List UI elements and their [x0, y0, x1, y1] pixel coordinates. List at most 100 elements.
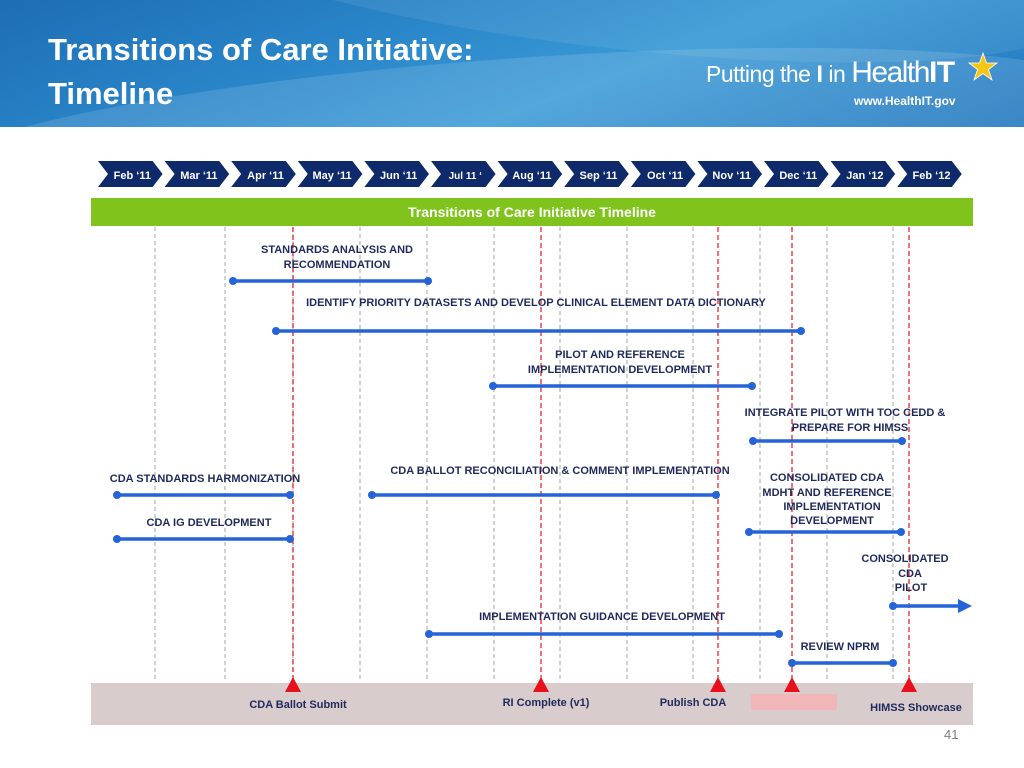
task-start-dot	[272, 327, 280, 335]
task-start-dot	[113, 491, 121, 499]
task-bar: CDA BALLOT RECONCILIATION & COMMENT IMPL…	[368, 465, 730, 499]
task-bar: CDA STANDARDS HARMONIZATION	[110, 473, 301, 499]
month-label: Jun ‘11	[380, 170, 417, 182]
logo-wordmark: Putting the I in HealthIT	[706, 56, 955, 90]
milestone-triangle-icon	[710, 677, 726, 692]
month-chevron	[98, 161, 163, 187]
logo-it: IT	[928, 56, 955, 89]
task-bars: STANDARDS ANALYSIS AND RECOMMENDATION IDEN…	[110, 244, 972, 667]
slide-title-line-2: Timeline	[48, 76, 174, 111]
task-bar: CONSOLIDATED CDA MDHT AND REFERENCE IMPLEM…	[745, 472, 905, 536]
milestone: CDA Ballot Submit	[249, 677, 347, 711]
milestone-label: HIMSS Showcase	[870, 702, 962, 714]
milestone: RI Complete (v1)	[503, 677, 590, 709]
milestone-triangle-icon	[784, 677, 800, 692]
task-label: IDENTIFY PRIORITY DATASETS AND DEVELOP C…	[306, 297, 766, 309]
task-label: PREPARE FOR HIMSS	[792, 422, 909, 434]
arrow-right-icon	[958, 599, 972, 613]
task-start-dot	[889, 602, 897, 610]
month-chevron	[297, 161, 363, 187]
task-bar: CDA IG DEVELOPMENT	[113, 517, 294, 543]
milestone-markers: CDA Ballot Submit RI Complete (v1) Publish…	[249, 677, 962, 714]
month-chevron	[630, 161, 696, 187]
slide-header: Transitions of Care Initiative: Timeline…	[0, 0, 1024, 127]
page-number: 41	[944, 727, 959, 742]
milestone: HIMSS Showcase	[870, 677, 962, 714]
logo-i-letter: I	[816, 61, 823, 88]
slide-title: Transitions of Care Initiative: Timeline	[48, 28, 608, 116]
month-label: Nov ‘11	[712, 170, 751, 182]
task-start-dot	[489, 382, 497, 390]
task-end-dot	[897, 528, 905, 536]
month-chevron	[830, 161, 896, 187]
task-start-dot	[113, 535, 121, 543]
logo-in-word: in	[822, 61, 852, 87]
timeline-banner	[91, 198, 973, 226]
task-start-dot	[788, 659, 796, 667]
logo-health: Health	[851, 56, 930, 89]
task-label: INTEGRATE PILOT WITH TOC CEDD &	[745, 407, 946, 419]
task-start-dot	[749, 437, 757, 445]
task-label: CDA IG DEVELOPMENT	[147, 517, 272, 529]
task-bar: REVIEW NPRM	[788, 641, 897, 667]
task-label: IMPLEMENTATION	[783, 501, 880, 513]
task-label: PILOT AND REFERENCE	[555, 349, 685, 361]
month-label: May ‘11	[313, 170, 352, 182]
task-end-dot	[797, 327, 805, 335]
month-label: Jan ‘12	[846, 170, 883, 182]
month-label: Feb ‘12	[913, 170, 951, 182]
milestone: Publish CDA	[660, 677, 727, 709]
month-label: Mar ‘11	[180, 170, 217, 182]
milestone-triangle-icon	[901, 677, 917, 692]
month-label: Sep ‘11	[580, 170, 618, 182]
task-label: RECOMMENDATION	[284, 259, 391, 271]
task-label: STANDARDS ANALYSIS AND	[261, 244, 413, 256]
milestone-label: RI Complete (v1)	[503, 697, 590, 709]
month-label: Aug ‘11	[512, 170, 551, 182]
healthit-logo: Putting the I in HealthIT www.HealthIT.g…	[706, 52, 1006, 114]
month-label: Feb ‘11	[114, 170, 151, 182]
task-end-dot	[898, 437, 906, 445]
milestone-highlight	[751, 694, 837, 710]
task-bar: INTEGRATE PILOT WITH TOC CEDD & PREPARE F…	[745, 407, 946, 445]
task-label: PILOT	[895, 582, 928, 594]
task-label: REVIEW NPRM	[801, 641, 880, 653]
month-chevron	[164, 161, 230, 187]
task-label: CDA STANDARDS HARMONIZATION	[110, 473, 301, 485]
task-label: MDHT AND REFERENCE	[762, 487, 891, 499]
task-end-dot	[748, 382, 756, 390]
task-label: CDA BALLOT RECONCILIATION & COMMENT IMPL…	[390, 465, 729, 477]
slide-title-line-1: Transitions of Care Initiative:	[48, 32, 474, 67]
milestone-label: CDA Ballot Submit	[249, 699, 347, 711]
task-end-dot	[424, 277, 432, 285]
month-label: Jul 11 ‘	[449, 171, 483, 182]
task-start-dot	[368, 491, 376, 499]
month-chevron	[364, 161, 429, 187]
task-start-dot	[425, 630, 433, 638]
task-end-dot	[889, 659, 897, 667]
task-start-dot	[229, 277, 237, 285]
milestone-label: Publish CDA	[660, 697, 727, 709]
month-chevron	[497, 161, 563, 187]
task-label: DEVELOPMENT	[790, 515, 874, 527]
task-label: IMPLEMENTATION GUIDANCE DEVELOPMENT	[479, 611, 725, 623]
task-bar: IMPLEMENTATION GUIDANCE DEVELOPMENT	[425, 611, 783, 638]
month-label: Dec ‘11	[779, 170, 817, 182]
task-end-dot	[775, 630, 783, 638]
task-bar: STANDARDS ANALYSIS AND RECOMMENDATION	[229, 244, 432, 285]
task-label: CDA	[898, 568, 922, 580]
milestone	[784, 677, 800, 692]
task-label: CONSOLIDATED	[861, 553, 948, 565]
month-chevron	[764, 161, 829, 187]
logo-url: www.HealthIT.gov	[854, 94, 956, 108]
milestone-triangle-icon	[533, 677, 549, 692]
month-chevron	[231, 161, 296, 187]
task-end-dot	[712, 491, 720, 499]
logo-prefix: Putting the	[706, 61, 817, 87]
month-chevron	[564, 161, 629, 187]
task-label: CONSOLIDATED CDA	[770, 472, 884, 484]
task-end-dot	[286, 535, 294, 543]
